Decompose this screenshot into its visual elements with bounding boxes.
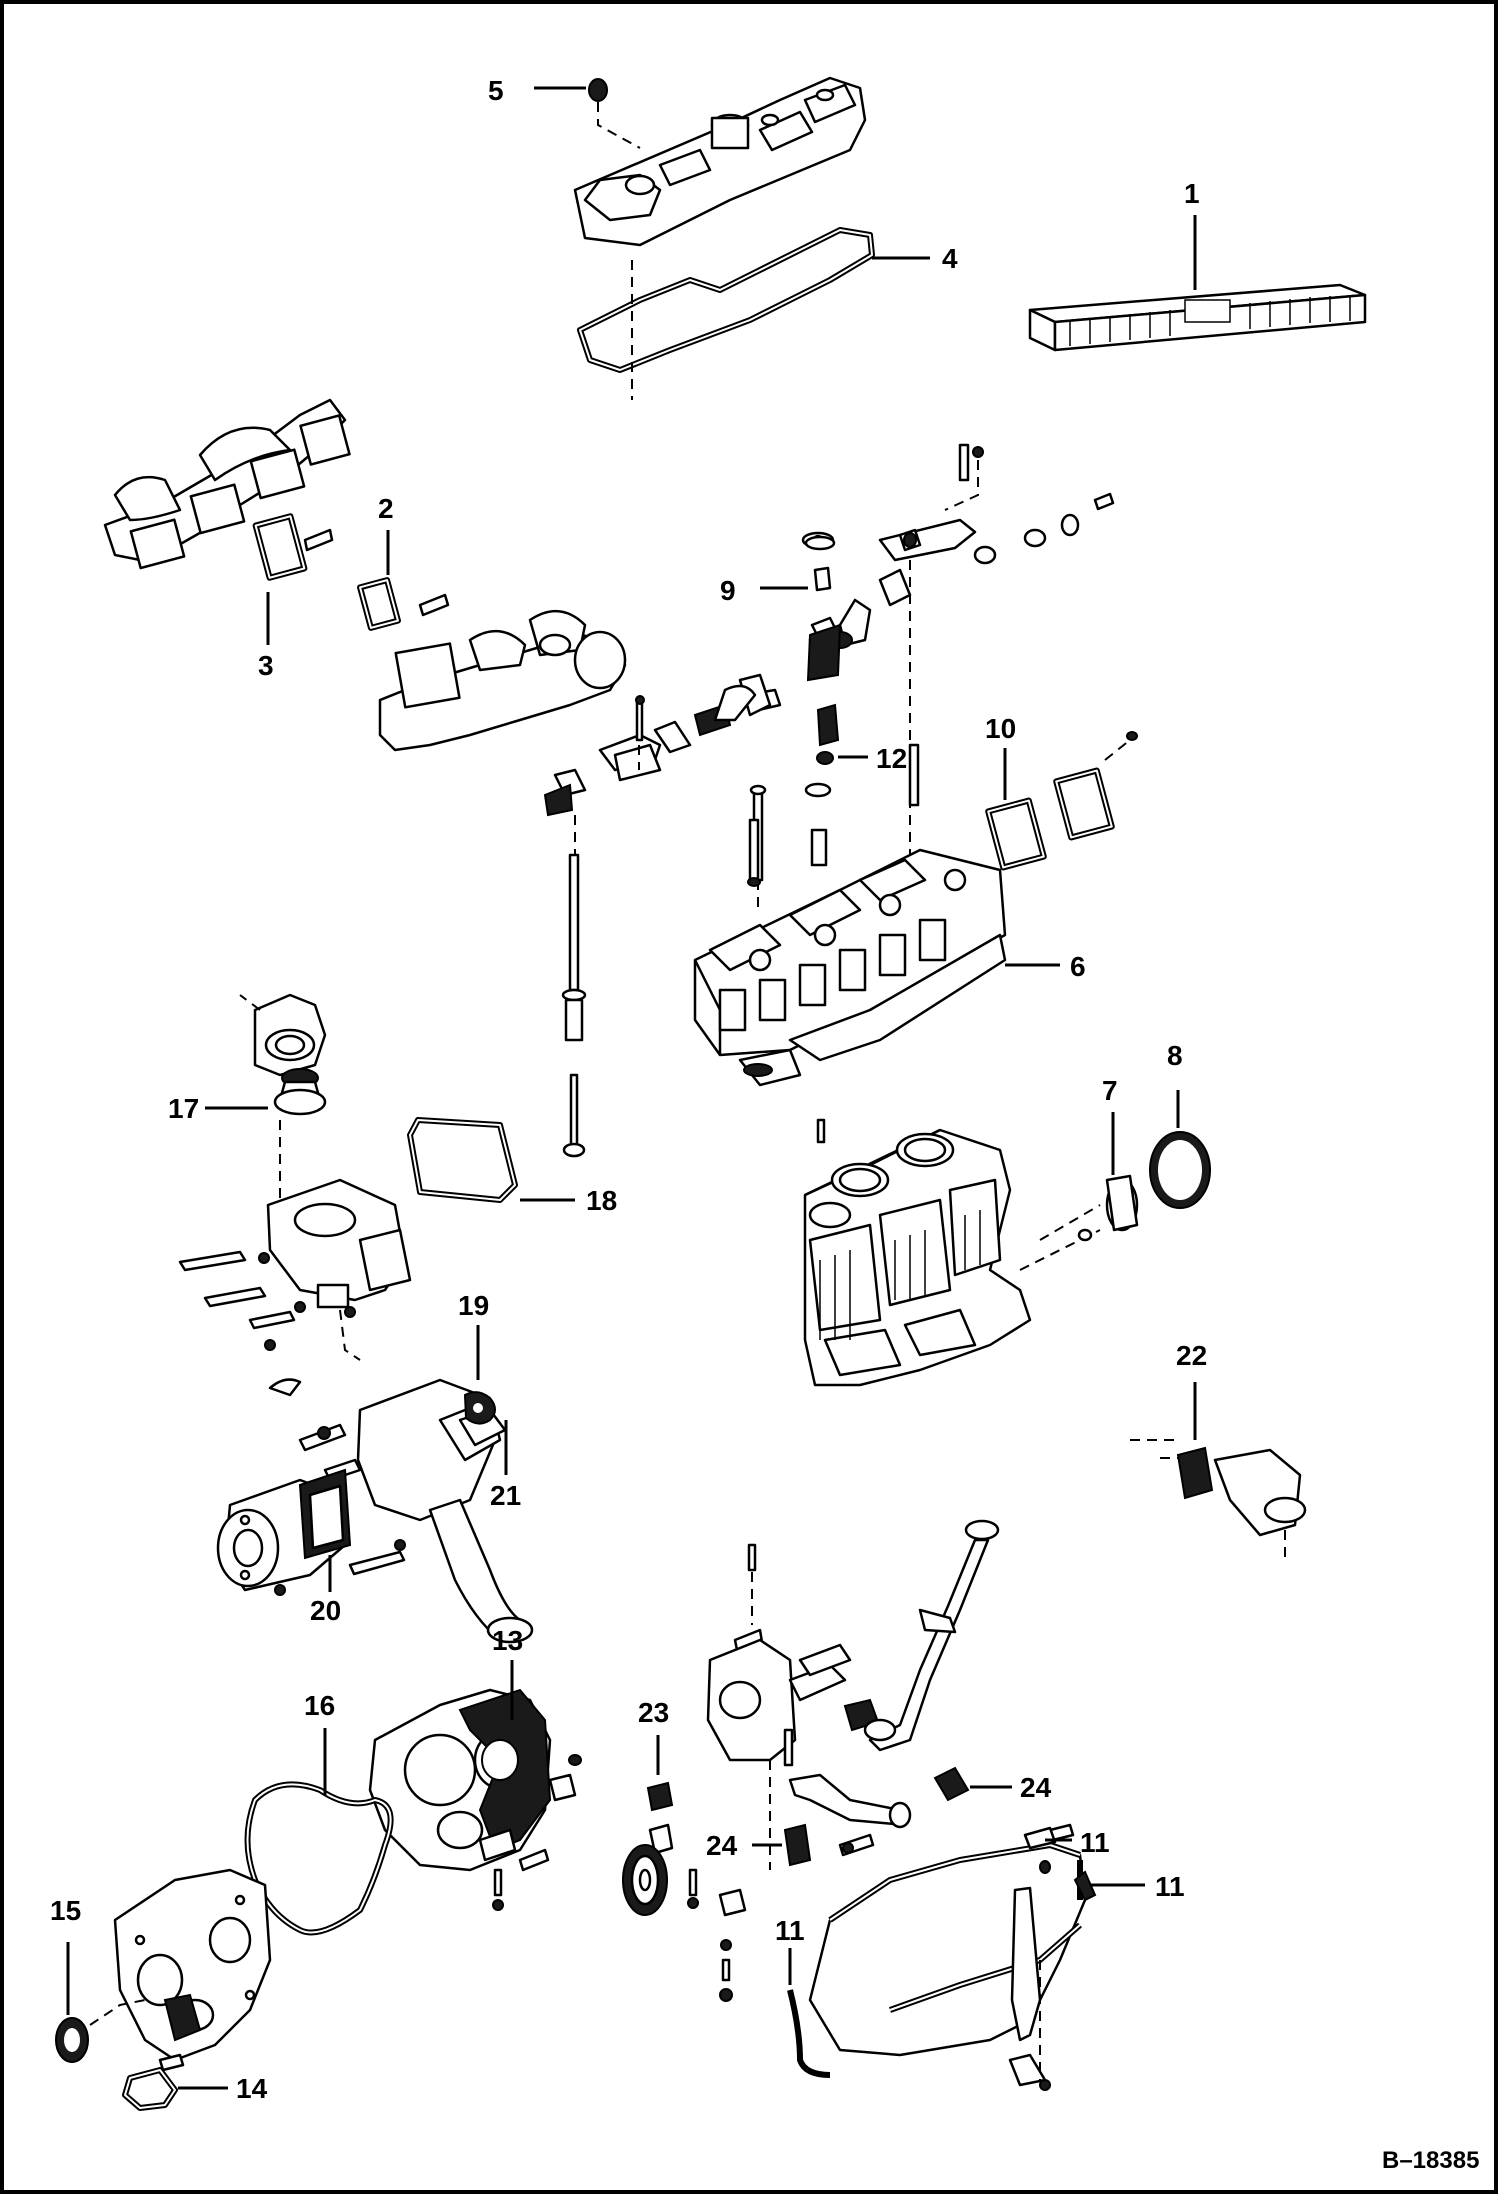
valve-stem-seal: 12 bbox=[804, 703, 920, 867]
oil-pan bbox=[808, 1823, 1087, 2091]
oil-pump-gear bbox=[622, 1823, 747, 2002]
relief-valve-spring: 23 bbox=[638, 1697, 674, 1812]
callout-24a: 24 bbox=[1020, 1772, 1052, 1803]
callout-4: 4 bbox=[942, 243, 958, 274]
callout-14: 14 bbox=[236, 2073, 268, 2104]
oil-pickup-gasket-lower: 24 bbox=[706, 1823, 812, 1867]
oil-filler-cap: 5 bbox=[488, 75, 641, 149]
front-cover bbox=[113, 1868, 272, 2072]
valve-cover bbox=[573, 76, 867, 247]
oil-pickup-tube bbox=[783, 1728, 912, 1857]
callout-21: 21 bbox=[490, 1480, 521, 1511]
cylinder-head: 6 bbox=[693, 818, 1086, 1087]
callout-20: 20 bbox=[310, 1595, 341, 1626]
drawing-reference-code: B–18385 bbox=[1382, 2147, 1479, 2174]
valve-spring-retainer: 9 bbox=[720, 535, 836, 606]
callout-24b: 24 bbox=[706, 1830, 738, 1861]
callout-13: 13 bbox=[492, 1625, 523, 1656]
callout-11a: 11 bbox=[1080, 1827, 1110, 1858]
air-filter-element: 1 bbox=[1028, 178, 1367, 352]
callout-8: 8 bbox=[1167, 1040, 1183, 1071]
callout-12: 12 bbox=[876, 743, 907, 774]
callout-23: 23 bbox=[638, 1697, 669, 1728]
intake-manifold bbox=[103, 398, 351, 570]
engine-block bbox=[803, 1118, 1101, 1387]
callout-5: 5 bbox=[488, 75, 504, 106]
water-pump bbox=[216, 1378, 534, 1644]
rear-seal-retainer: 8 bbox=[1149, 1040, 1211, 1209]
exhaust-manifold-gasket: 2 bbox=[357, 493, 450, 631]
front-crankshaft-seal: 15 bbox=[50, 1895, 146, 2063]
intake-manifold-gasket: 3 bbox=[252, 513, 334, 681]
callout-6: 6 bbox=[1070, 951, 1086, 982]
callout-22: 22 bbox=[1176, 1340, 1207, 1371]
oil-pump bbox=[706, 1543, 852, 1870]
timing-gear-case: 13 bbox=[368, 1625, 582, 1911]
callout-11c: 11 bbox=[775, 1915, 805, 1946]
callout-15: 15 bbox=[50, 1895, 81, 1926]
callout-18: 18 bbox=[586, 1185, 617, 1216]
water-outlet: 22 bbox=[1130, 1340, 1307, 1560]
callout-16: 16 bbox=[304, 1690, 335, 1721]
water-pump-gasket: 19 21 20 bbox=[310, 1290, 521, 1626]
water-pump-housing bbox=[178, 1178, 412, 1361]
thermostat-gasket: 18 bbox=[407, 1117, 617, 1216]
rear-crankshaft-seal: 7 bbox=[1102, 1075, 1139, 1232]
callout-2: 2 bbox=[378, 493, 394, 524]
callout-11b: 11 bbox=[1155, 1871, 1185, 1902]
thermostat-housing-outlet bbox=[239, 993, 327, 1077]
timing-case-gasket: 16 bbox=[244, 1690, 394, 1936]
oil-dipstick-tube bbox=[843, 1519, 1000, 1752]
callout-3: 3 bbox=[258, 650, 274, 681]
callout-17: 17 bbox=[168, 1093, 199, 1124]
oil-pickup-gasket-upper: 24 bbox=[933, 1766, 1052, 1803]
callout-10: 10 bbox=[985, 713, 1016, 744]
callout-7: 7 bbox=[1102, 1075, 1118, 1106]
thermostat: 17 bbox=[168, 1068, 327, 1205]
valve-cover-gasket: 4 bbox=[577, 227, 958, 400]
rocker-arm-assembly bbox=[543, 443, 1115, 890]
callout-9: 9 bbox=[720, 575, 736, 606]
front-cover-gasket: 14 bbox=[122, 2067, 268, 2111]
callout-19: 19 bbox=[458, 1290, 489, 1321]
exhaust-manifold bbox=[378, 609, 627, 752]
intake-port-gaskets: 10 bbox=[985, 713, 1138, 871]
oil-pan-seals: 11 11 11 bbox=[775, 1826, 1185, 2078]
callout-1: 1 bbox=[1184, 178, 1200, 209]
